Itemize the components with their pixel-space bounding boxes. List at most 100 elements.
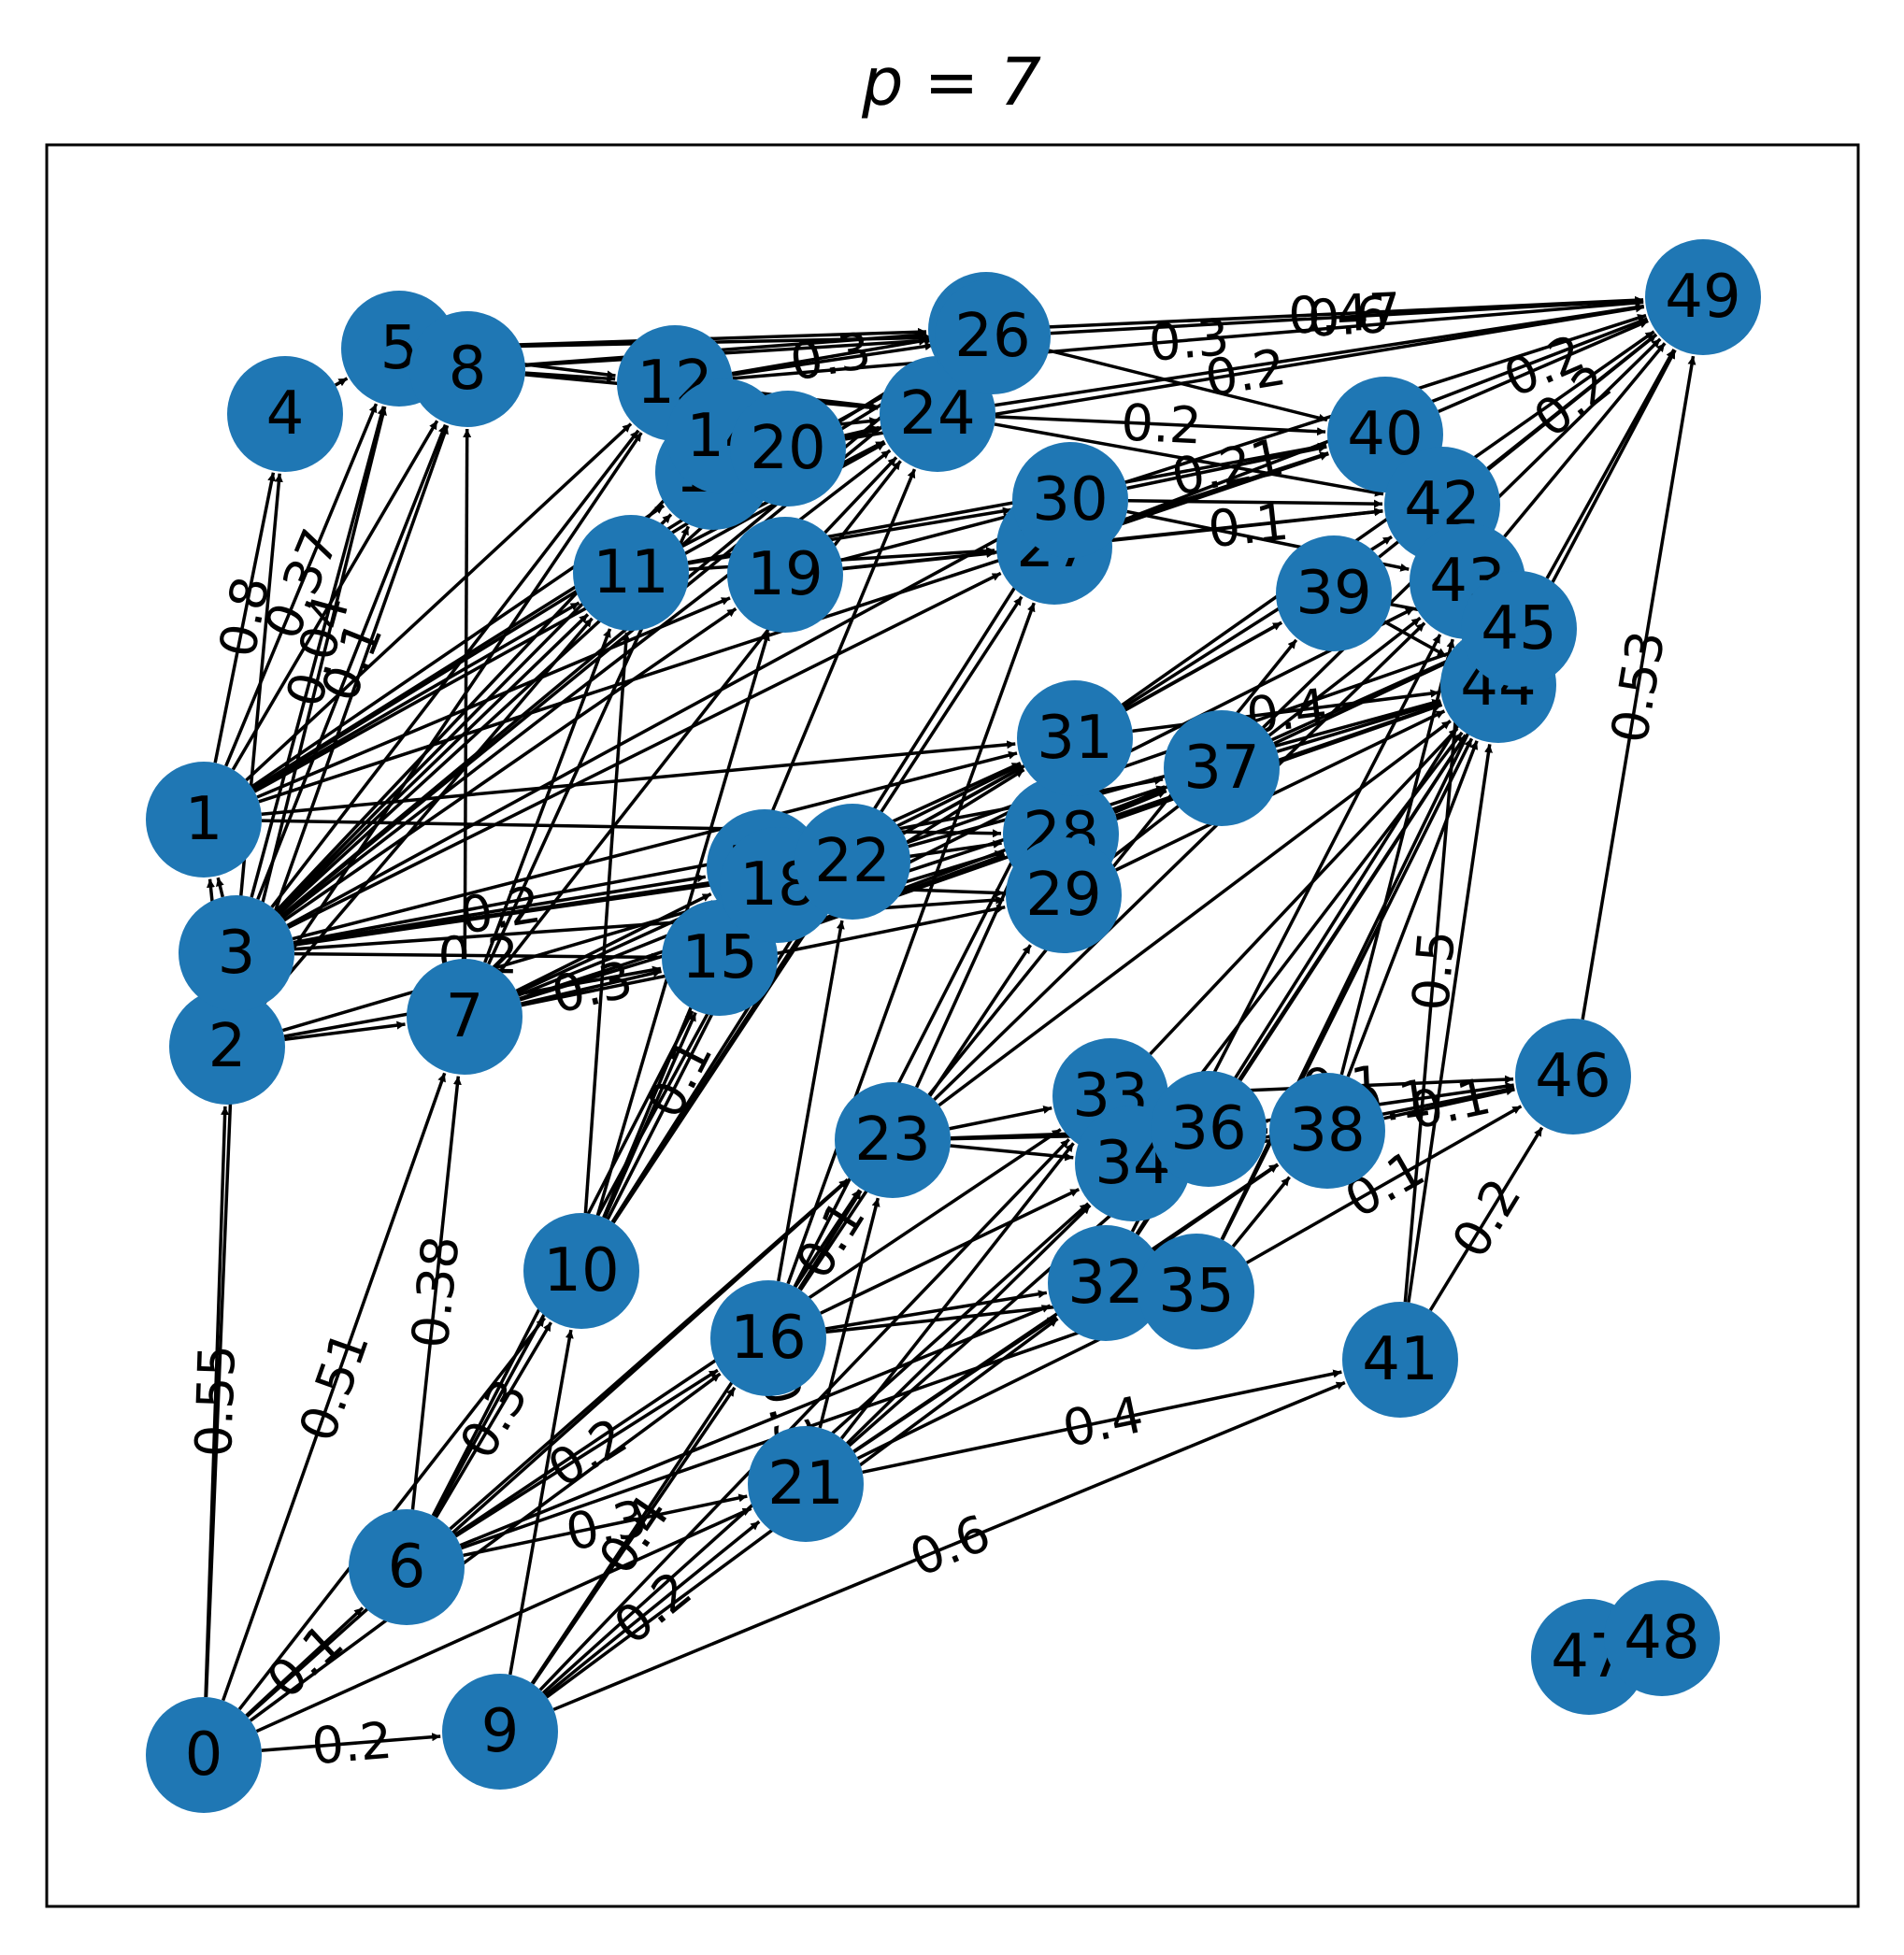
edge-20-24 <box>844 425 880 437</box>
node-label-6: 6 <box>388 1533 426 1602</box>
edge-23-43 <box>933 621 1426 1102</box>
node-41: 41 <box>1342 1302 1458 1418</box>
node-circle-4 <box>227 356 343 472</box>
node-circle-1 <box>146 762 262 878</box>
node-label-16: 16 <box>730 1304 806 1373</box>
edge-6-7 <box>410 1076 462 1510</box>
node-45: 45 <box>1461 571 1577 687</box>
edge-label-7-15: 0.3 <box>547 949 638 1025</box>
edge-30-40 <box>1126 444 1327 491</box>
node-label-39: 39 <box>1296 559 1371 628</box>
edge-24-40 <box>995 415 1326 436</box>
node-4: 4 <box>227 356 343 472</box>
node-21: 21 <box>748 1426 864 1542</box>
edge-7-15 <box>521 969 663 1006</box>
node-label-2: 2 <box>208 1012 247 1081</box>
node-label-10: 10 <box>543 1236 619 1306</box>
node-circle-36 <box>1151 1071 1267 1187</box>
edge-1-31 <box>261 740 1016 816</box>
node-7: 7 <box>407 959 523 1075</box>
edge-37-45 <box>1273 652 1466 746</box>
edge-35-46 <box>1245 1105 1523 1264</box>
node-label-20: 20 <box>750 414 825 483</box>
node-circle-41 <box>1342 1302 1458 1418</box>
edge-38-43 <box>1339 638 1455 1076</box>
node-circle-49 <box>1645 239 1761 355</box>
node-label-26: 26 <box>954 302 1030 371</box>
edge-label-6-7: 0.38 <box>400 1233 470 1350</box>
node-26: 26 <box>935 278 1051 394</box>
node-circle-19 <box>727 517 843 633</box>
edge-37-44 <box>1276 700 1442 753</box>
edge-12-25 <box>731 336 928 376</box>
edge-8-12 <box>524 371 616 383</box>
node-label-46: 46 <box>1535 1042 1611 1111</box>
node-38: 38 <box>1269 1073 1385 1189</box>
node-circle-8 <box>409 311 525 427</box>
node-circle-16 <box>710 1280 826 1396</box>
edge-label-12-49: 0.3 <box>1147 307 1232 373</box>
edge-21-23 <box>818 1197 880 1429</box>
edge-41-46 <box>1428 1126 1544 1311</box>
node-circle-10 <box>523 1213 639 1329</box>
node-16: 16 <box>710 1280 826 1396</box>
node-36: 36 <box>1151 1071 1267 1187</box>
node-label-22: 22 <box>814 827 890 896</box>
edge-16-23 <box>797 1190 863 1291</box>
edge-9-10 <box>508 1329 574 1676</box>
edge-23-33 <box>949 1106 1052 1131</box>
edge-35-45 <box>1220 681 1495 1241</box>
node-46: 46 <box>1515 1019 1631 1134</box>
edge-26-40 <box>1048 349 1328 422</box>
edge-0-21 <box>255 1506 752 1734</box>
edge-2-7 <box>284 1020 406 1041</box>
edge-7-11 <box>483 628 612 963</box>
edge-9-23 <box>530 1189 862 1685</box>
edge-label-0-9: 0.2 <box>309 1711 394 1777</box>
node-label-1: 1 <box>185 785 223 854</box>
edge-label-41-46: 0.2 <box>1440 1168 1533 1267</box>
node-32: 32 <box>1048 1225 1164 1341</box>
node-label-23: 23 <box>854 1106 930 1175</box>
figure-title: p = 7 <box>861 44 1041 121</box>
edge-3-19 <box>283 606 737 922</box>
edge-43-49 <box>1503 342 1667 538</box>
node-label-45: 45 <box>1481 594 1556 664</box>
node-label-3: 3 <box>218 919 256 988</box>
node-label-32: 32 <box>1067 1249 1143 1318</box>
edge-21-35 <box>856 1316 1144 1461</box>
edge-1-4 <box>213 472 277 763</box>
node-circle-48 <box>1604 1580 1720 1696</box>
edge-21-33 <box>839 1142 1075 1440</box>
node-label-8: 8 <box>449 335 487 404</box>
node-circle-6 <box>349 1509 465 1625</box>
edge-1-12 <box>245 422 633 782</box>
node-layer: 0123456789101112131415161718192021222324… <box>146 239 1761 1813</box>
node-circle-39 <box>1276 535 1392 651</box>
edge-16-34 <box>820 1188 1081 1315</box>
edge-1-11 <box>252 601 580 792</box>
node-label-11: 11 <box>593 538 668 607</box>
edge-12-49 <box>732 298 1644 380</box>
node-circle-35 <box>1138 1234 1254 1349</box>
edge-12-26 <box>732 342 934 377</box>
node-48: 48 <box>1604 1580 1720 1696</box>
node-circle-9 <box>442 1674 558 1790</box>
edge-40-49 <box>1438 319 1649 414</box>
edge-0-9 <box>261 1733 441 1752</box>
node-label-38: 38 <box>1289 1096 1365 1165</box>
node-label-21: 21 <box>767 1449 843 1519</box>
node-22: 22 <box>795 804 910 920</box>
edge-24-42 <box>994 422 1384 497</box>
edge-39-44 <box>1383 620 1447 658</box>
node-label-29: 29 <box>1025 861 1101 930</box>
edge-label-24-40: 0.2 <box>1120 393 1203 456</box>
edge-label-20-49: 0.2 <box>1201 337 1290 408</box>
edge-41-43 <box>1403 640 1467 1303</box>
node-circle-0 <box>146 1697 262 1813</box>
node-label-19: 19 <box>747 540 823 609</box>
node-circle-11 <box>573 515 689 631</box>
edge-3-12 <box>270 429 640 908</box>
node-label-4: 4 <box>266 379 305 449</box>
